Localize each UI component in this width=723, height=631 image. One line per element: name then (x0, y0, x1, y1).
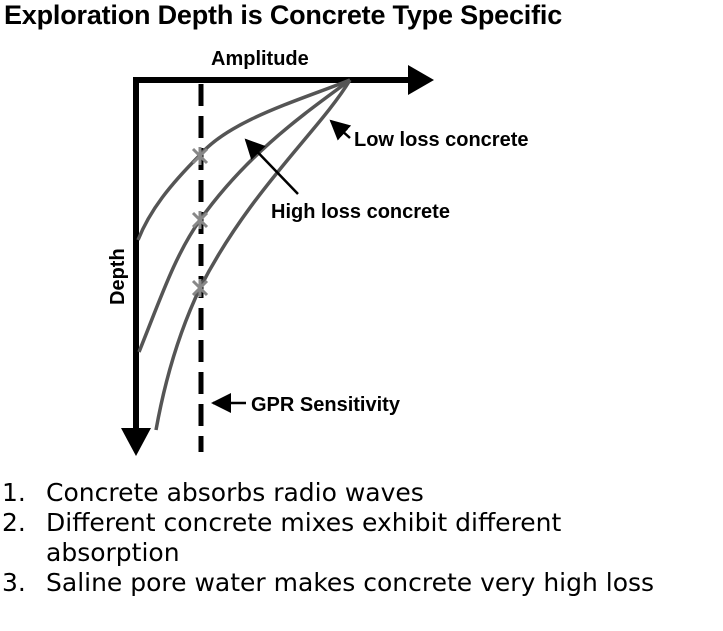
low-loss-pointer (329, 119, 352, 141)
low-loss-label: Low loss concrete (354, 129, 529, 151)
high-loss-label: High loss concrete (271, 201, 450, 223)
list-item: 1. Concrete absorbs radio waves (0, 478, 723, 508)
list-item: 2. Different concrete mixes exhibit diff… (0, 508, 723, 568)
list-item: 3. Saline pore water makes concrete very… (0, 568, 723, 598)
depth-axis-arrowhead (121, 428, 151, 456)
depth-axis-label: Depth (107, 248, 129, 305)
list-item-text: Saline pore water makes concrete very hi… (46, 568, 655, 597)
marker-very-high-loss (191, 147, 209, 165)
amplitude-axis-arrowhead (408, 65, 434, 95)
list-item-text: Concrete absorbs radio waves (46, 478, 424, 507)
amplitude-axis-label: Amplitude (211, 48, 309, 70)
page-title: Exploration Depth is Concrete Type Speci… (4, 0, 563, 30)
notes-list: 1. Concrete absorbs radio waves 2. Diffe… (0, 478, 723, 598)
list-item-number: 3. (2, 568, 26, 597)
marker-low-loss (191, 279, 209, 297)
list-item-number: 1. (2, 478, 26, 507)
marker-high-loss (191, 211, 209, 229)
high-loss-pointer (244, 138, 299, 195)
gpr-sensitivity-label: GPR Sensitivity (251, 394, 401, 416)
list-item-text: Different concrete mixes exhibit differe… (46, 508, 562, 567)
attenuation-diagram: Amplitude Depth Low loss concrete High l… (107, 48, 529, 456)
list-item-number: 2. (2, 508, 26, 537)
curve-low-loss (154, 79, 352, 431)
